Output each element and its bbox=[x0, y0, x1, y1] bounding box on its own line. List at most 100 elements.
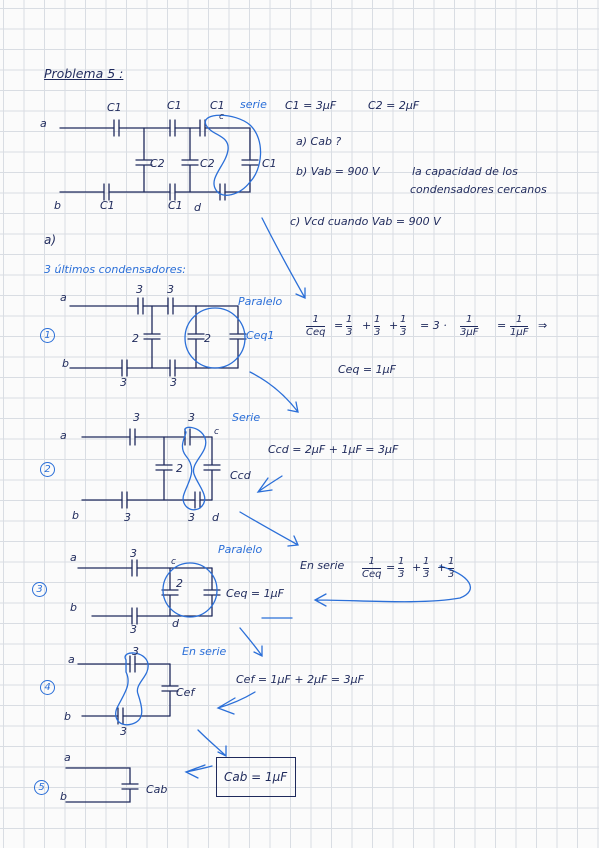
step5-diagram bbox=[65, 764, 213, 803]
node-b-label: b bbox=[70, 601, 77, 614]
page-title: Problema 5 : bbox=[44, 66, 124, 81]
step4-diagram bbox=[77, 652, 256, 758]
question-b: b) Vab = 900 V bbox=[296, 165, 380, 178]
cab-label: Cab bbox=[146, 783, 168, 796]
question-b-note: condensadores cercanos bbox=[410, 183, 547, 196]
given-c1: C1 = 3μF bbox=[285, 99, 337, 112]
node-a-label: a bbox=[40, 117, 47, 130]
ceq1-label: Ceq1 bbox=[246, 329, 275, 342]
cap-value: 2 bbox=[176, 462, 183, 475]
node-b-label: b bbox=[60, 790, 67, 803]
plus-sign: + bbox=[362, 319, 372, 332]
ccd-label: Ccd bbox=[230, 469, 251, 482]
cap-label: C1 bbox=[100, 199, 115, 212]
paralelo-tag: Paralelo bbox=[218, 543, 263, 556]
given-c2: C2 = 2μF bbox=[368, 99, 420, 112]
answer-box bbox=[216, 757, 296, 797]
serie-tag: Serie bbox=[232, 411, 261, 424]
plus-sign: + bbox=[412, 561, 422, 574]
node-d-label: d bbox=[172, 617, 179, 630]
question-a: a) Cab ? bbox=[296, 135, 342, 148]
node-c-label: c bbox=[214, 427, 219, 437]
cap-value: 3 bbox=[124, 511, 131, 524]
cap-label: C1 bbox=[210, 99, 225, 112]
section-a-heading: a) bbox=[44, 233, 57, 247]
cap-label: C2 bbox=[150, 157, 165, 170]
node-b-label: b bbox=[72, 509, 79, 522]
cap-value: 3 bbox=[132, 645, 139, 658]
cap-value: 2 bbox=[176, 577, 183, 590]
paralelo-tag: Paralelo bbox=[238, 295, 283, 308]
question-c: c) Vcd cuando Vab = 900 V bbox=[290, 215, 441, 228]
cap-value: 3 bbox=[120, 725, 127, 738]
step-intro: 3 últimos condensadores: bbox=[44, 263, 186, 276]
plus-sign: + bbox=[389, 319, 399, 332]
cap-value: 2 bbox=[132, 332, 139, 345]
step-number-badge: 4 bbox=[40, 680, 55, 695]
cap-value: 3 bbox=[170, 376, 177, 389]
node-c-label: c bbox=[219, 112, 224, 122]
node-b-label: b bbox=[54, 199, 61, 212]
step-number-badge: 5 bbox=[34, 780, 49, 795]
equation-mid: = 3 · bbox=[420, 319, 447, 332]
step-number-badge: 1 bbox=[40, 328, 55, 343]
step-number-badge: 3 bbox=[32, 582, 47, 597]
step4-equation: Cef = 1μF + 2μF = 3μF bbox=[236, 673, 364, 686]
node-a-label: a bbox=[68, 653, 75, 666]
serie-note: En serie bbox=[300, 559, 345, 572]
node-b-label: b bbox=[62, 357, 69, 370]
node-d-label: d bbox=[194, 201, 201, 214]
node-a-label: a bbox=[70, 551, 77, 564]
answer-text: Cab = 1μF bbox=[224, 770, 288, 784]
step3-diagram bbox=[77, 559, 472, 658]
equals-sign: = bbox=[386, 561, 396, 574]
ceq-label: Ceq = 1μF bbox=[226, 587, 284, 600]
node-a-label: a bbox=[64, 751, 71, 764]
cap-value: 3 bbox=[136, 283, 143, 296]
step1-diagram bbox=[69, 297, 299, 413]
step2-equation: Ccd = 2μF + 1μF = 3μF bbox=[268, 443, 399, 456]
equals-sign: = bbox=[497, 319, 507, 332]
implies-arrow-icon: ⇒ bbox=[538, 319, 548, 332]
cap-value: 3 bbox=[130, 547, 137, 560]
equals-sign: = bbox=[334, 319, 344, 332]
node-c-label: c bbox=[171, 557, 176, 567]
cap-label: C1 bbox=[167, 99, 182, 112]
node-d-label: d bbox=[212, 511, 219, 524]
cap-label: C1 bbox=[262, 157, 277, 170]
cap-label: C1 bbox=[107, 101, 122, 114]
cef-label: Cef bbox=[176, 686, 195, 699]
question-b-note: la capacidad de los bbox=[412, 165, 518, 178]
step2-diagram bbox=[81, 426, 299, 547]
step-number-badge: 2 bbox=[40, 462, 55, 477]
serie-note: serie bbox=[240, 98, 267, 111]
cap-value: 3 bbox=[188, 511, 195, 524]
cap-value: 3 bbox=[120, 376, 127, 389]
cap-value: 2 bbox=[204, 332, 211, 345]
cap-label: C1 bbox=[168, 199, 183, 212]
step1-result: Ceq = 1μF bbox=[338, 363, 396, 376]
cap-value: 3 bbox=[188, 411, 195, 424]
node-a-label: a bbox=[60, 429, 67, 442]
plus-sign: + bbox=[437, 561, 447, 574]
node-b-label: b bbox=[64, 710, 71, 723]
cap-value: 3 bbox=[130, 623, 137, 636]
cap-label: C2 bbox=[200, 157, 215, 170]
serie-tag: En serie bbox=[182, 645, 227, 658]
main-circuit-diagram bbox=[59, 114, 306, 300]
cap-value: 3 bbox=[167, 283, 174, 296]
cap-value: 3 bbox=[133, 411, 140, 424]
node-a-label: a bbox=[60, 291, 67, 304]
